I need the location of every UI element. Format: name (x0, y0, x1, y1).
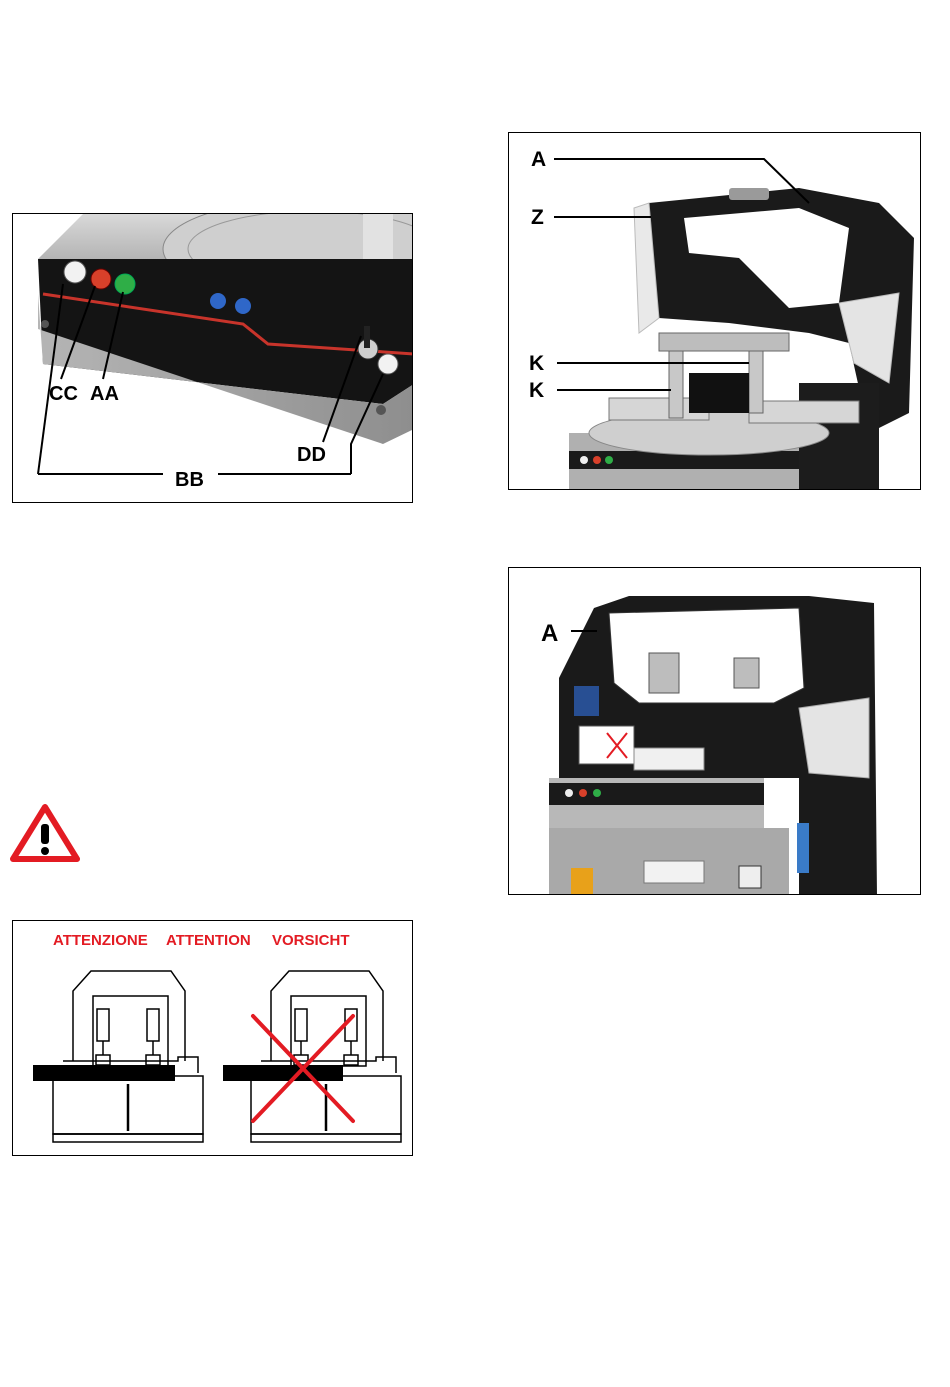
control-panel-drawing: CC AA DD BB (13, 214, 413, 503)
heading-german: VORSICHT (272, 932, 350, 949)
label-cc: CC (49, 383, 78, 405)
closed-guard-figure: A (508, 567, 921, 895)
hood-handle (729, 188, 769, 200)
open-guard-figure: A Z K K (508, 132, 921, 490)
heading-italian: ATTENZIONE (53, 932, 148, 949)
blue-mandatory-sign-2 (235, 298, 251, 314)
clamp-right (734, 658, 759, 688)
workpiece (634, 748, 704, 770)
clamp-left (649, 653, 679, 693)
clamp-bridge (659, 333, 789, 351)
control-panel-figure: CC AA DD BB (12, 213, 413, 503)
label-k-lower: K (529, 379, 544, 402)
heading-english: ATTENTION (166, 932, 251, 949)
vertical-clamp-right (749, 343, 763, 413)
correct-clamping-drawing (53, 971, 203, 1142)
white-button-right (378, 354, 398, 374)
air-gauge (739, 866, 761, 888)
label-bb: BB (175, 469, 204, 491)
hood-side-curtain-right (839, 293, 899, 383)
clamp-gap (689, 373, 749, 413)
workpiece-correct (33, 1065, 175, 1081)
closed-guard-drawing: A (509, 568, 921, 895)
hood-warning-label (579, 726, 634, 764)
stand-label (644, 861, 704, 883)
air-gun (797, 823, 809, 873)
label-z: Z (531, 206, 544, 229)
hood-info-sticker (574, 686, 599, 716)
main-switch (571, 868, 593, 895)
right-fence (749, 401, 859, 423)
blue-mandatory-sign-1 (210, 293, 226, 309)
label-a: A (531, 148, 546, 171)
hood-window (609, 608, 804, 703)
open-guard-drawing: A Z K K (509, 133, 921, 490)
clamping-warning-drawing: ATTENZIONE ATTENTION VORSICHT (13, 921, 413, 1156)
incorrect-clamping-drawing (251, 971, 401, 1142)
workpiece-incorrect (223, 1065, 343, 1081)
warning-triangle-icon (10, 804, 80, 862)
hood-side-curtain (799, 698, 869, 778)
label-a: A (541, 620, 558, 647)
white-indicator-light (64, 261, 86, 283)
clamping-warning-figure: ATTENZIONE ATTENTION VORSICHT (12, 920, 413, 1156)
vertical-clamp-left (669, 343, 683, 418)
label-dd: DD (297, 444, 326, 466)
label-aa: AA (90, 383, 119, 405)
green-start-button (115, 274, 135, 294)
label-k-upper: K (529, 352, 544, 375)
